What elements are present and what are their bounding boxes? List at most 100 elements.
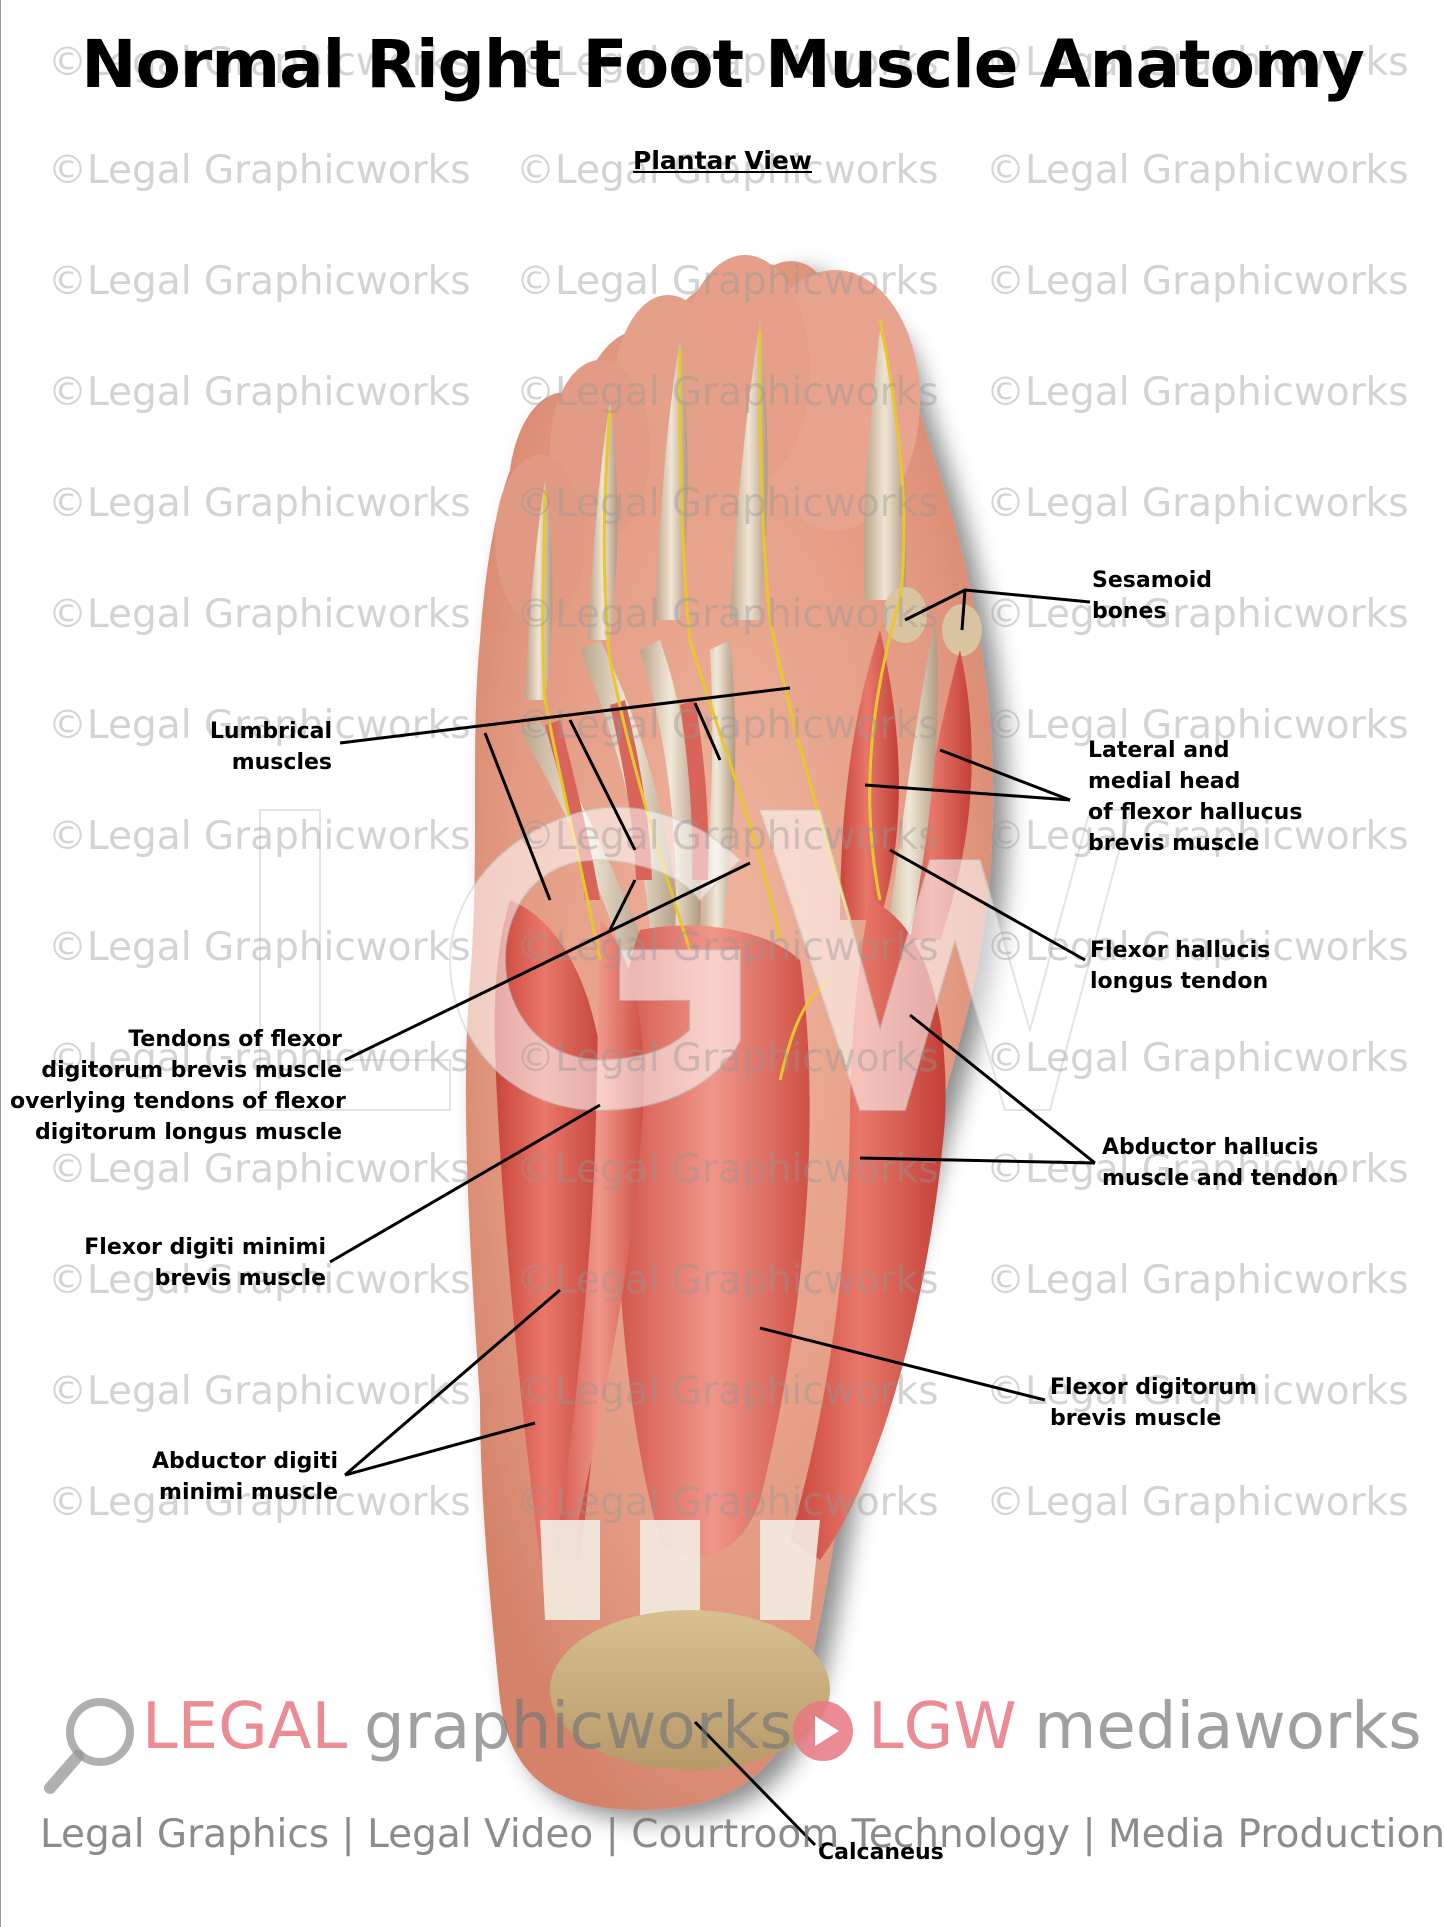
label-line: digitorum longus muscle [35,1120,342,1145]
watermark-text: ©Legal Graphicworks [516,592,939,637]
label-flexor-digiti-minimi: Flexor digiti minimi brevis muscle [60,1232,326,1294]
magnifier-icon [44,1698,134,1794]
leader-abd-hallucis-b [859,1156,1096,1165]
brand-graphicworks: graphicworks [364,1690,793,1764]
label-lumbrical-muscles: Lumbrical muscles [150,716,332,778]
label-line: Flexor digiti minimi [84,1235,326,1260]
leader-fhb-a [939,748,1071,802]
leader-sesamoid-a [904,588,1091,622]
leader-lumbrical-1 [483,732,552,901]
label-flexor-hallucis-brevis: Lateral and medial head of flexor halluc… [1088,735,1302,859]
watermark-text: ©Legal Graphicworks [986,259,1409,304]
leader-tendons-fdb [344,861,751,1062]
label-line: minimi muscle [159,1480,338,1505]
label-line: muscles [231,750,332,775]
label-abductor-digiti-minimi: Abductor digiti minimi muscle [120,1446,338,1508]
watermark-text: ©Legal Graphicworks [48,1036,471,1081]
label-line: Sesamoid [1092,568,1213,593]
label-line: digitorum brevis muscle [41,1058,342,1083]
watermark-text: ©Legal Graphicworks [516,1480,939,1525]
brand-tagline: Legal Graphics | Legal Video | Courtroom… [40,1812,1445,1857]
label-sesamoid-bones: Sesamoid bones [1092,565,1212,627]
label-line: brevis muscle [154,1266,326,1291]
brand-mediaworks: mediaworks [1034,1690,1422,1764]
watermark-text: ©Legal Graphicworks [48,1258,471,1303]
leader-adm-b [344,1421,536,1477]
watermark-text: ©Legal Graphicworks [516,370,939,415]
watermark-text: ©Legal Graphicworks [986,481,1409,526]
watermark-text: ©Legal Graphicworks [986,1147,1409,1192]
label-tendons-flexor-digitorum: Tendons of flexor digitorum brevis muscl… [10,1024,346,1148]
watermark-text: ©Legal Graphicworks [516,1036,939,1081]
label-line: Abductor digiti [151,1449,338,1474]
label-line: muscle and tendon [1102,1166,1339,1191]
leader-tendons-fdb-b [608,879,637,931]
play-icon [793,1701,853,1761]
watermark-text: ©Legal Graphicworks [48,40,471,85]
watermark-text: ©Legal Graphicworks [516,40,939,85]
label-calcaneus: Calcaneus [818,1840,944,1865]
watermark-text: ©Legal Graphicworks [516,481,939,526]
watermark-text: ©Legal Graphicworks [48,370,471,415]
watermark-text: ©Legal Graphicworks [48,148,471,193]
watermark-text: ©Legal Graphicworks [48,703,471,748]
leader-lumbrical-2 [568,719,637,851]
label-line: brevis muscle [1088,831,1260,856]
leader-adm-a [344,1288,561,1477]
label-line: Flexor digitorum [1050,1375,1257,1400]
label-line: Tendons of flexor [128,1027,342,1052]
heel-tendons [540,1520,820,1620]
leader-abd-hallucis-a [909,1013,1096,1165]
watermark-text: ©Legal Graphicworks [986,1036,1409,1081]
lgw-letter-l [259,809,451,1111]
watermark-text: ©Legal Graphicworks [986,703,1409,748]
leader-fdb [759,1326,1046,1402]
lgw-letter-w [758,809,1132,1111]
watermark-text: ©Legal Graphicworks [48,814,471,859]
lgw-letter-g [448,806,742,1112]
watermark-text: ©Legal Graphicworks [986,1480,1409,1525]
leader-lumbrical-3 [693,702,722,761]
label-line: medial head [1088,769,1241,794]
label-line: Lumbrical [209,719,332,744]
watermark-text: ©Legal Graphicworks [516,1369,939,1414]
label-flexor-digitorum-brevis: Flexor digitorum brevis muscle [1050,1372,1257,1434]
label-line: overlying tendons of flexor [10,1089,346,1114]
label-line: longus tendon [1090,969,1269,994]
label-abductor-hallucis: Abductor hallucis muscle and tendon [1102,1132,1338,1194]
page-title: Normal Right Foot Muscle Anatomy [81,26,1365,103]
leader-sesamoid-b [960,589,967,631]
watermark-text: ©Legal Graphicworks [48,481,471,526]
watermark-text: ©Legal Graphicworks [986,1258,1409,1303]
watermark-text: ©Legal Graphicworks [516,925,939,970]
watermark-text: ©Legal Graphicworks [986,370,1409,415]
toes [495,255,920,625]
label-flexor-hallucis-longus: Flexor hallucis longus tendon [1090,935,1270,997]
watermark-text: ©Legal Graphicworks [48,1369,471,1414]
left-border [0,0,1,1927]
watermark-text: ©Legal Graphicworks [986,925,1409,970]
watermark-text: ©Legal Graphicworks [516,1147,939,1192]
watermark-text: ©Legal Graphicworks [516,703,939,748]
brand-lgw: LGW [868,1690,1017,1764]
watermark-text: ©Legal Graphicworks [986,1369,1409,1414]
label-line: of flexor hallucus [1088,800,1303,825]
leader-fhb-b [864,783,1071,802]
watermark-text: ©Legal Graphicworks [48,592,471,637]
label-line: Lateral and [1088,738,1230,763]
watermark-text: ©Legal Graphicworks [48,1480,471,1525]
brand-legal: LEGAL [142,1690,348,1764]
watermark-text: ©Legal Graphicworks [48,925,471,970]
watermark-text: ©Legal Graphicworks [516,148,939,193]
calcaneus-bone [550,1610,830,1770]
watermark-text: ©Legal Graphicworks [516,814,939,859]
leader-fhl [889,848,1086,962]
label-line: brevis muscle [1050,1406,1222,1431]
leader-lumbrical-main [339,686,791,745]
label-line: Abductor hallucis [1102,1135,1319,1160]
watermark-text: ©Legal Graphicworks [986,40,1409,85]
watermark-text: ©Legal Graphicworks [48,1147,471,1192]
